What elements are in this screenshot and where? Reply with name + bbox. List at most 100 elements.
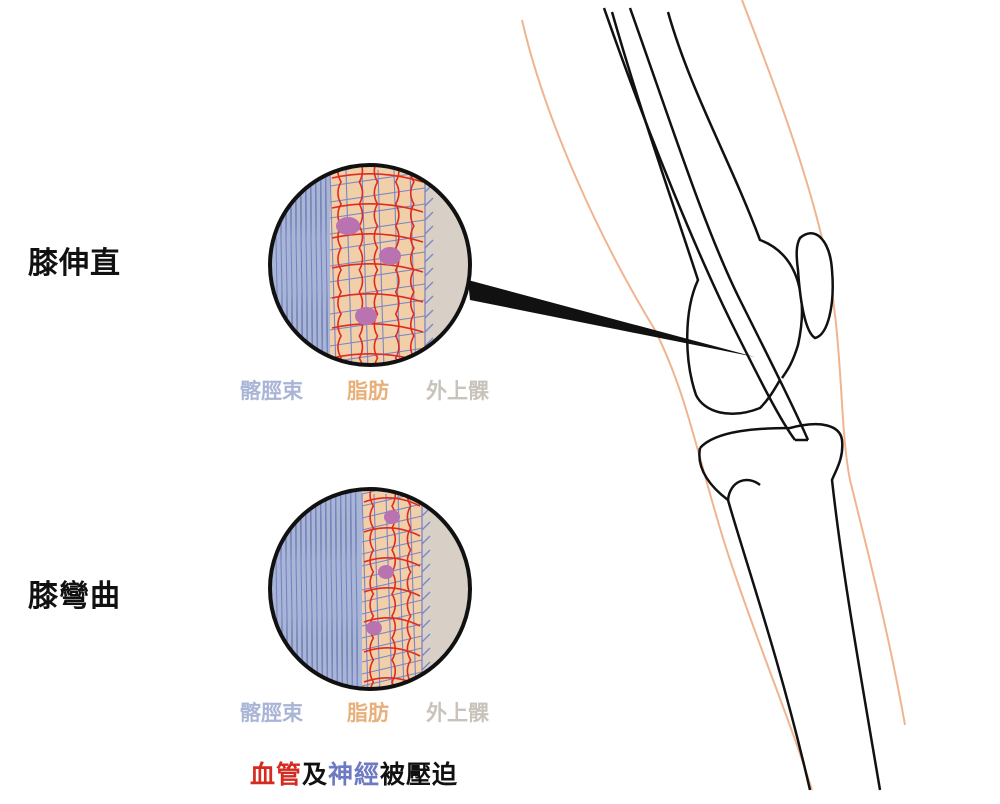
nerve-strand [361, 659, 423, 675]
itb-fiber-line [325, 489, 328, 689]
skin-front-line [521, 19, 813, 791]
epicondyle-tick [424, 295, 434, 305]
caption-vessels: 血管 [250, 760, 303, 789]
nerve-strand [393, 169, 401, 365]
nerve-strand [329, 315, 426, 331]
fat-vessels-top [331, 165, 424, 365]
epicondyle-tick [421, 647, 431, 657]
fat-cell-1 [336, 217, 360, 235]
fat-cell-4 [384, 510, 400, 524]
epicondyle-tick [421, 493, 431, 503]
blood-vessel [331, 173, 424, 183]
nerve-strand [361, 527, 423, 543]
skin-back-line [741, 0, 906, 726]
nerve-strand [329, 251, 426, 267]
itb-fiber-line [350, 489, 353, 689]
nerve-strand [397, 493, 405, 689]
caption-and: 及 [302, 760, 329, 789]
nerve-strand [329, 187, 426, 203]
nerve-strand [329, 347, 426, 363]
patella-bone [795, 232, 834, 340]
epicondyle-tick [424, 197, 434, 207]
epicondyle-tick [424, 225, 434, 235]
nerve-strand [329, 331, 426, 347]
fat-cell-2 [379, 247, 401, 265]
epicondyle-tick [424, 239, 434, 249]
magnifier-flexed [266, 484, 470, 694]
leg-skin-outline [521, 0, 906, 791]
blood-vessel [363, 527, 421, 537]
epicondyle-tick [421, 619, 431, 629]
nerve-strand [361, 635, 423, 651]
epicondyle-layer-top [425, 165, 470, 365]
itb-fiber-line [320, 489, 323, 689]
blood-vessel [363, 497, 421, 507]
legend-itb-bottom: 髂脛束 [240, 701, 303, 725]
state-label-extended: 膝伸直 [28, 246, 121, 281]
itb-fiber-line [320, 165, 323, 365]
tibia-plateau [699, 422, 882, 791]
magnifier-pointer [468, 280, 755, 357]
itb-fiber-line [345, 489, 348, 689]
legend-fat-bottom: 脂肪 [347, 701, 389, 725]
epicondyle-tick [424, 267, 434, 277]
epicondyle-tick [421, 577, 431, 587]
magnifier-extended [266, 160, 470, 370]
magnifier-ring-extended [268, 163, 472, 367]
itb-fiber-line [335, 489, 338, 689]
legend-epicondyle-top: 外上髁 [426, 379, 489, 403]
blood-vessel [358, 165, 364, 365]
epicondyle-tick [424, 211, 434, 221]
itb-fiber-line [355, 489, 358, 689]
fat-cell-6 [366, 621, 382, 635]
blood-vessel [331, 233, 424, 243]
itb-fiber-line [325, 165, 328, 365]
epicondyle-tick [421, 591, 431, 601]
blood-vessel [337, 165, 343, 365]
legend-row-extended: 髂脛束 脂肪 外上髁 [240, 375, 510, 405]
nerve-strand [345, 169, 353, 365]
itb-fiber-line [266, 484, 268, 694]
blood-vessel [331, 323, 424, 333]
blood-vessel [369, 489, 375, 689]
epicondyle-tick [424, 309, 434, 319]
blood-vessel [363, 647, 421, 657]
epicondyle-tick [421, 535, 431, 545]
blood-vessel [331, 263, 424, 273]
nerve-strand [329, 299, 426, 315]
tibia-inner [726, 478, 761, 501]
blood-vessel [363, 617, 421, 627]
femur-shaft-front [610, 11, 782, 415]
blood-vessel [394, 165, 400, 365]
epicondyle-tick [421, 675, 431, 685]
legend-itb-top: 髂脛束 [240, 379, 303, 403]
it-band-left [602, 7, 797, 441]
magnifier-ring-flexed [268, 487, 472, 691]
itb-fiber-line [266, 160, 268, 370]
legend-fat-top: 脂肪 [347, 379, 389, 403]
legend-epicondyle-bottom: 外上髁 [426, 701, 489, 725]
epicondyle-tick [421, 633, 431, 643]
itb-fiber-line [315, 165, 318, 365]
fat-cell-3 [355, 307, 377, 325]
epicondyle-tick [424, 253, 434, 263]
compression-caption: 血管及神經被壓迫 [250, 755, 458, 791]
nerve-strand [329, 203, 426, 219]
it-band-strip [602, 7, 810, 442]
epicondyle-tick [424, 323, 434, 333]
nerve-strand [329, 169, 337, 365]
epicondyle-tick [421, 549, 431, 559]
epicondyle-tick [421, 605, 431, 615]
blood-vessel [331, 203, 424, 213]
it-band-right [628, 7, 810, 441]
nerve-strand [361, 489, 423, 495]
nerve-strand [373, 493, 381, 689]
itb-fiber-line [315, 489, 318, 689]
nerve-strand [329, 267, 426, 283]
tibia-front [698, 447, 812, 791]
state-label-flexed: 膝彎曲 [28, 579, 121, 614]
nerve-strand [361, 647, 423, 663]
itb-fiber-line [340, 489, 343, 689]
legend-row-flexed: 髂脛束 脂肪 外上髁 [240, 697, 510, 727]
